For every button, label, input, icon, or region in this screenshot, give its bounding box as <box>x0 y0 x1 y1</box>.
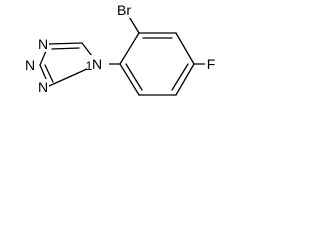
atom-n-ring-1: N <box>36 36 49 52</box>
bond-c6-c1 <box>119 63 140 96</box>
atom-n-attached: N 1 <box>86 55 109 73</box>
chemical-structure: N N N N 1 Br F <box>23 2 218 96</box>
bond-c4-c5-double <box>171 63 189 91</box>
atom-n-ring-1-label: N <box>38 36 48 52</box>
atom-bromine-label: Br <box>117 2 131 18</box>
bond-c1-c2 <box>119 32 140 65</box>
bond-c4-c5 <box>175 63 195 96</box>
benzene-ring <box>119 32 195 96</box>
bond-c5-n4-double <box>51 47 80 50</box>
bond-c6-c1-double <box>125 63 143 91</box>
atom-fluorine: F <box>205 56 218 72</box>
bond-c5-n4 <box>48 42 83 45</box>
atom-n-ring-3: N <box>36 79 49 95</box>
bond-c3-c4 <box>175 32 195 65</box>
atom-n-ring-2: N <box>23 57 36 73</box>
atom-n-ring-3-label: N <box>38 79 48 95</box>
atom-n-ring-2-label: N <box>25 57 35 73</box>
attachment-locant: 1 <box>86 59 93 73</box>
atom-n-attached-label: N <box>92 56 102 72</box>
atom-fluorine-label: F <box>207 56 216 72</box>
bond-n3-n2-double <box>44 64 54 83</box>
atom-bromine: Br <box>112 2 136 18</box>
